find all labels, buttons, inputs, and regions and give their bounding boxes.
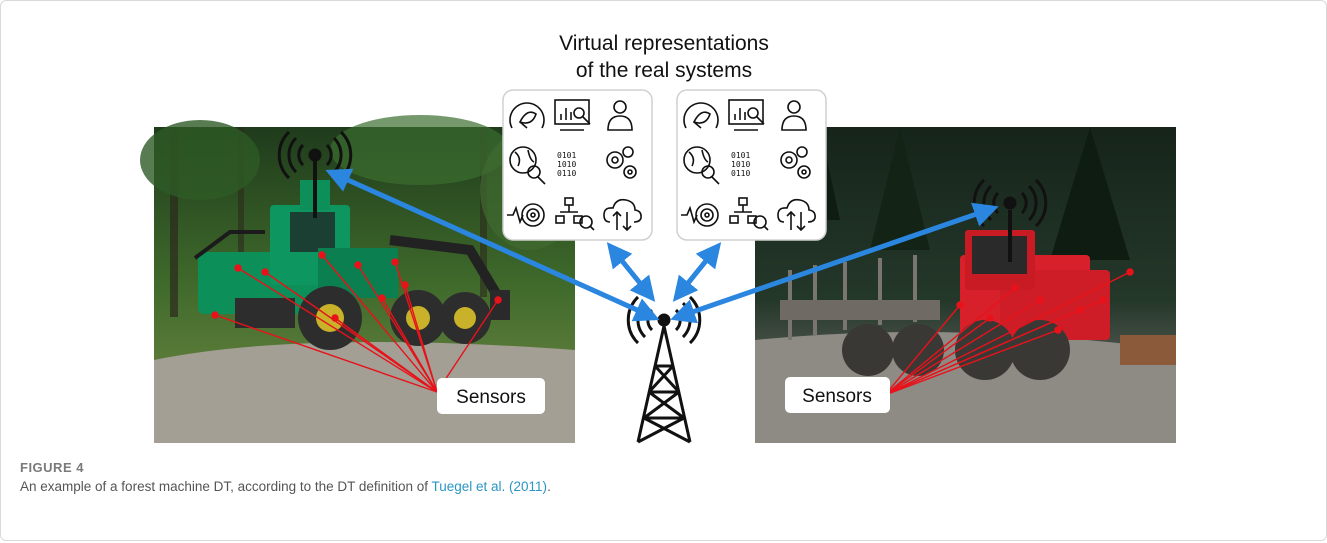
figure-heading-line1: Virtual representations [559,32,769,55]
monitor-chart-icon [554,99,591,131]
svg-text:1010: 1010 [557,160,576,169]
figure-caption: An example of a forest machine DT, accor… [20,479,551,494]
svg-text:0110: 0110 [557,169,576,178]
left-sensors-callout: Sensors [437,378,545,414]
caption-text-before: An example of a forest machine DT, accor… [20,479,432,494]
right-sensors-label: Sensors [802,386,872,407]
citation-link[interactable]: Tuegel et al. (2011) [431,479,548,494]
communication-arrows [325,168,999,324]
left-sensors-label: Sensors [456,387,526,408]
figure-label: FIGURE 4 [20,460,84,475]
user-icon [607,100,633,131]
svg-text:0101: 0101 [557,151,576,160]
figure-illustration: Sensors Sensors [140,32,1176,444]
caption-text-after: . [547,479,551,494]
harvester-antenna-icon [277,130,353,218]
cell-tower-icon [626,295,702,444]
speedometer-leaf-icon [509,102,545,129]
virtual-panel-left [502,89,653,241]
virtual-panel-right [676,89,827,241]
figure-heading-line2: of the real systems [576,59,752,82]
right-sensors-callout: Sensors [785,377,890,413]
